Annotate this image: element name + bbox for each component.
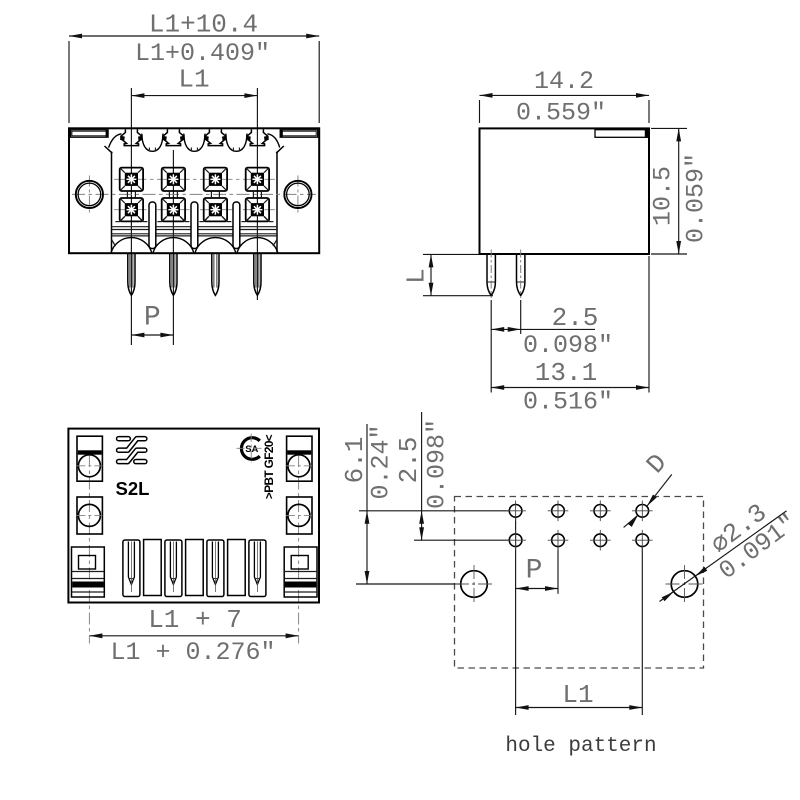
svg-text:0.516": 0.516" — [523, 388, 613, 417]
svg-text:2.5: 2.5 — [394, 437, 424, 484]
svg-text:L1+10.4: L1+10.4 — [149, 9, 258, 39]
svg-text:P: P — [526, 556, 543, 587]
svg-text:13.1: 13.1 — [535, 358, 597, 388]
svg-text:2.5: 2.5 — [552, 303, 599, 333]
svg-text:14.2: 14.2 — [534, 67, 594, 96]
svg-text:L: L — [402, 268, 432, 284]
svg-text:L1 + 0.276": L1 + 0.276" — [110, 638, 275, 667]
svg-text:L1: L1 — [562, 680, 593, 710]
svg-text:L1 + 7: L1 + 7 — [148, 605, 242, 635]
svg-text:0.098": 0.098" — [423, 419, 452, 509]
svg-text:hole pattern: hole pattern — [505, 735, 656, 758]
svg-text:L1+0.409": L1+0.409" — [135, 39, 270, 68]
svg-text:SA: SA — [245, 444, 258, 455]
svg-text:0.059": 0.059" — [682, 153, 711, 243]
svg-text:0.098": 0.098" — [523, 331, 613, 360]
svg-text:P: P — [144, 303, 161, 334]
svg-text:>PBT GF20<: >PBT GF20< — [262, 434, 276, 499]
svg-text:0.24": 0.24" — [367, 424, 396, 499]
svg-text:L1: L1 — [178, 65, 209, 95]
svg-text:10.5: 10.5 — [649, 166, 678, 226]
svg-text:6.1: 6.1 — [340, 437, 370, 484]
svg-text:S2L: S2L — [116, 478, 150, 499]
svg-text:0.559": 0.559" — [516, 99, 606, 128]
